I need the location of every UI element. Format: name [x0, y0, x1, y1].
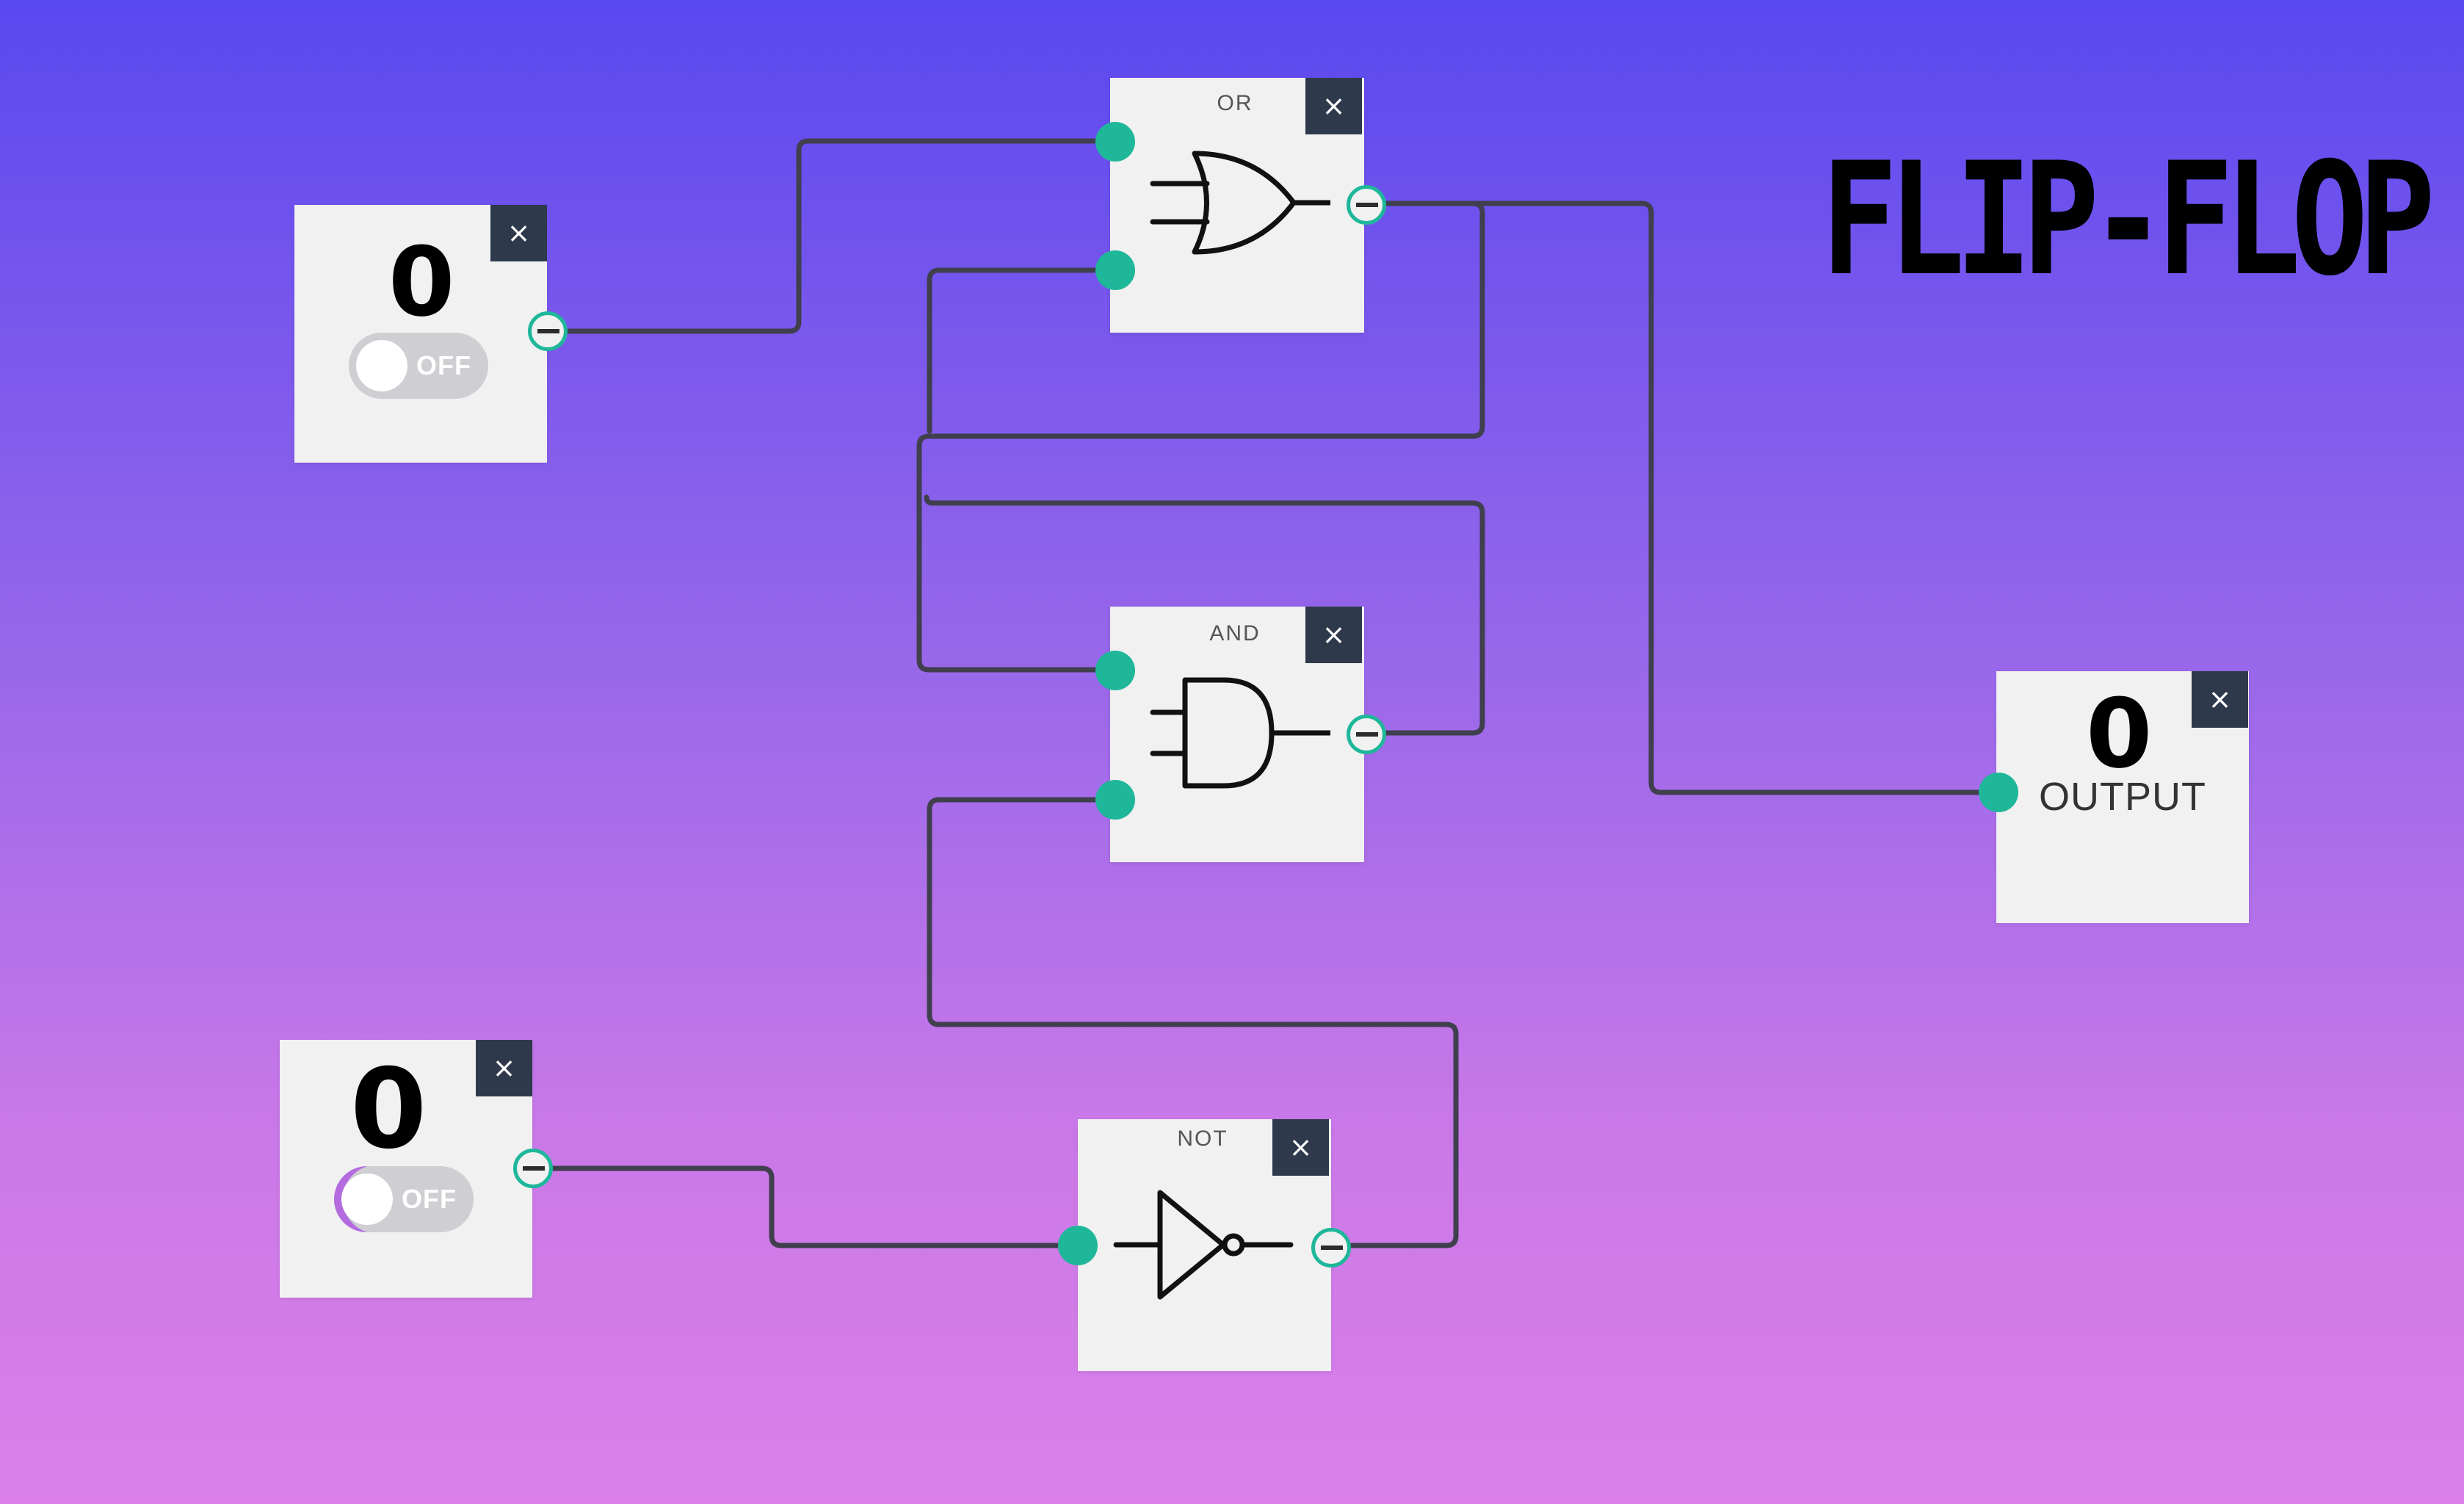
input-pin[interactable] [1058, 1226, 1098, 1265]
close-icon[interactable]: × [1272, 1119, 1329, 1176]
input-value: 0 [350, 1046, 427, 1174]
or-gate-icon [1150, 151, 1330, 255]
output-pin[interactable] [1347, 185, 1386, 225]
input-switch-1[interactable]: × 0 OFF [294, 205, 568, 463]
and-gate-icon [1150, 677, 1330, 789]
or-gate-node[interactable]: OR × [1095, 78, 1386, 333]
close-icon[interactable]: × [490, 205, 547, 261]
input-pin-a[interactable] [1095, 651, 1135, 690]
output-pin[interactable] [1311, 1228, 1351, 1268]
close-icon[interactable]: × [476, 1040, 532, 1096]
toggle-label: OFF [402, 1184, 457, 1214]
page-title: FLIP-FLOP [1821, 129, 2435, 310]
output-pin[interactable] [528, 311, 568, 351]
toggle-switch[interactable]: OFF [334, 1166, 474, 1232]
toggle-knob [356, 340, 407, 391]
input-switch-2[interactable]: × 0 OFF [280, 1040, 553, 1298]
toggle-switch[interactable]: OFF [349, 333, 488, 399]
wire-or-out-to-output [1363, 200, 1996, 795]
input-pin-a[interactable] [1095, 122, 1135, 162]
input-pin-b[interactable] [1095, 780, 1135, 820]
input-pin-b[interactable] [1095, 250, 1135, 290]
wire-or-in2-loop [927, 267, 1110, 434]
output-pin[interactable] [1347, 715, 1386, 754]
wire-not-to-and [927, 797, 1459, 1248]
output-value: 0 [2086, 678, 2153, 789]
close-icon[interactable]: × [2192, 671, 2248, 728]
wire-input2-to-not [532, 1165, 1077, 1248]
input-pin[interactable] [1979, 773, 2018, 812]
output-node[interactable]: × 0 OUTPUT [1979, 671, 2249, 923]
output-pin[interactable] [513, 1149, 553, 1188]
gate-label: AND [1209, 621, 1261, 646]
input-value: 0 [388, 226, 455, 338]
gate-label: OR [1217, 91, 1253, 115]
not-gate-node[interactable]: NOT × [1058, 1119, 1351, 1371]
wire-or-out-feedback [916, 200, 1485, 673]
wire-input1-to-or [546, 138, 1110, 334]
toggle-label: OFF [416, 350, 471, 380]
not-gate-icon [1113, 1190, 1294, 1300]
output-label: OUTPUT [2039, 775, 2206, 819]
close-icon[interactable]: × [1305, 607, 1362, 663]
and-gate-node[interactable]: AND × [1095, 607, 1386, 862]
toggle-knob [341, 1174, 393, 1225]
gate-label: NOT [1177, 1127, 1228, 1151]
close-icon[interactable]: × [1305, 78, 1362, 134]
wire-and-out-feedback [924, 494, 1485, 736]
